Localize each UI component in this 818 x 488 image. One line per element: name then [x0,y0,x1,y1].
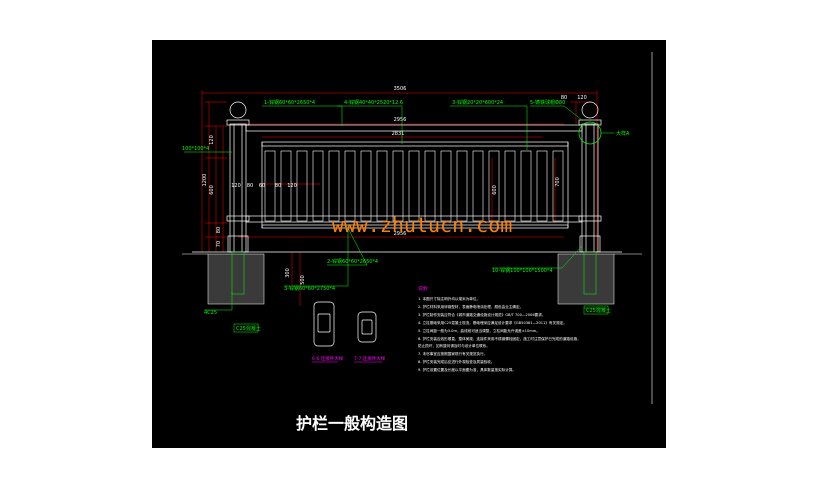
note-line: 3. 护栏制作安装应符合《城市道路交通设施设计规范》GB/T 700—2006要… [418,312,545,317]
note-line: 1. 本图尺寸除注明外均以毫米为单位。 [418,296,480,301]
callout-vertical-bar: 3-锌钢20*20*600*24 [452,99,503,106]
note-line: 2. 护栏材料采用锌钢型材，表面静电喷涂处理，颜色由业主确定。 [418,304,523,309]
guardrail-structure [192,119,622,253]
callout-top-rail: 1-锌钢60*60*2650*4 [264,99,315,106]
note-line: 9. 护栏设置位置及长度以平面图为准，具体数量按实际计算。 [418,367,516,372]
vertical-bars [264,150,564,222]
dim-overall: 3506 [394,86,407,92]
dim-80-left2: 80 [275,183,281,189]
callout-bottom-rail: 2-锌钢60*60*2650*4 [327,258,378,265]
dim-80-left: 80 [247,183,253,189]
callout-right-base: C25混凝土 [586,307,611,314]
dim-rail-bottom: 2956 [394,231,407,237]
notes-block: 1. 本图尺寸除注明外均以毫米为单位。 2. 护栏材料采用锌钢型材，表面静电喷涂… [418,296,581,372]
callout-cap: 5-铸铁球帽Φ80 [530,99,565,106]
section-details [313,301,377,347]
note-line: 5. 立柱间距一般为3.0m，曲线段可适当调整，立柱间距允许误差±10mm。 [418,328,540,333]
right-ball-cap [581,101,599,119]
dim-small-d: 70 [216,241,222,247]
dim-found-500: 500 [300,275,306,285]
note-line: 6. 护栏安装应线形顺直，整体美观，连接件采用不锈钢螺栓固定，施工时注意保护已完… [418,336,581,341]
callout-left-base: C25混凝土 [236,325,261,332]
section-a-label: 6-6 连接件大样 [312,355,344,362]
dim-post-height: 1200 [202,174,208,187]
dim-found-300: 300 [285,268,291,278]
callout-embed-plate: 10-锌钢100*100*1500*4 [492,267,553,274]
dim-right-b: 120 [577,95,587,101]
drawing-viewport[interactable]: 3506 2956 2831 2956 1200 120 600 80 70 6… [152,40,666,448]
callout-second-rail: 4-锌钢40*40*2520*12.6 [344,99,403,106]
dim-600-left: 600 [209,185,215,195]
dim-120-left: 120 [231,183,241,189]
right-base-box [583,305,609,315]
guardrail-drawing: 3506 2956 2831 2956 1200 120 600 80 70 6… [182,52,653,433]
foundations [182,251,642,305]
note-line: 8. 护栏安装完成后应进行外观检查及质量验收。 [418,359,494,364]
dim-right-a: 80 [561,95,567,101]
left-base-box [233,323,259,333]
dim-700: 700 [555,177,561,187]
callout-lower-rail: 3-锌钢60*60*2750*4 [284,285,335,292]
section-b-label: 7-7 连接件大样 [354,355,386,362]
dim-120-left2: 120 [287,183,297,189]
dim-small-a: 120 [209,135,215,145]
dim-rail-top: 2956 [394,117,407,123]
notes-title: 说明： [418,285,432,292]
drawing-title: 护栏一般构造图 [296,414,408,433]
note-line: 4. 立柱基础采用C25混凝土现浇，基础埋深应满足设计要求《GB50381—20… [418,320,567,325]
left-ball-cap [229,101,247,119]
dim-600-inner: 600 [492,185,498,195]
watermark: www.zhutucn.com [332,213,513,237]
leader-lines [184,105,614,311]
callout-post: 100*100*4 [182,146,209,152]
dim-rail-mid: 2831 [392,131,405,137]
callout-left-found: 4C25 [204,310,217,316]
callout-circle-tag: 大样A [616,130,630,137]
note-line: 7. 未尽事宜应按照国家现行有关规范执行。 [418,351,487,356]
note-line: 防止损坏，如有疑问请及时与设计单位联系。 [418,343,490,348]
dim-small-b: 80 [216,227,222,233]
